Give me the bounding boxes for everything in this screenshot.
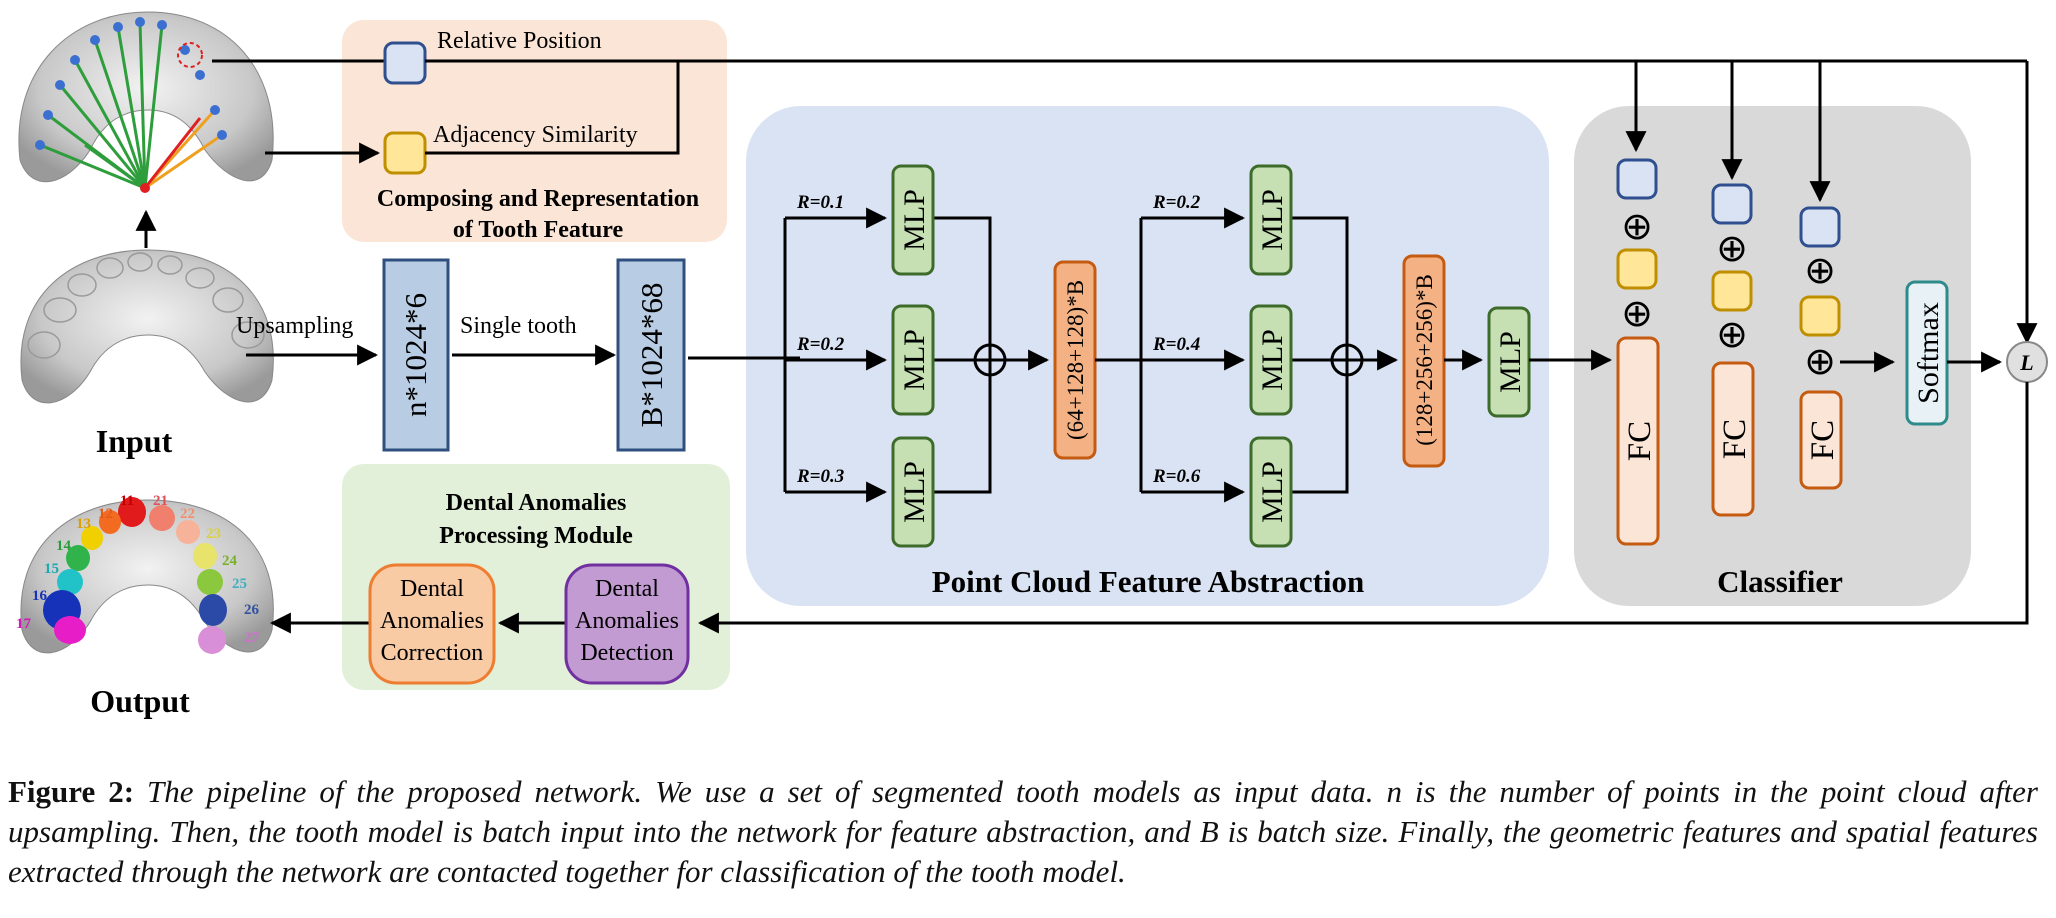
input-dental-scan-top-image [18,11,274,193]
loss-label: L [2019,350,2033,375]
relative-position-label: Relative Position [437,28,602,54]
anomaly-detection-box [564,563,690,685]
tooth-number-16: 16 [32,588,48,604]
tooth-number-27: 27 [244,630,260,646]
relative-position-node [383,41,427,85]
detection-line2: Anomalies [575,608,679,634]
upsampling-label: Upsampling [236,313,353,339]
mlp-box-final [1487,306,1531,418]
tooth-number-14: 14 [56,538,72,554]
anomaly-correction-box [368,563,496,685]
pipeline-diagram: 11 12 13 14 15 16 17 21 22 23 24 25 26 2… [16,11,2048,719]
mlp-label-1-1: MLP [898,189,931,251]
mlp-box-2-1 [1249,164,1293,276]
tooth-number-15: 15 [44,561,59,577]
classifier-position-node-3 [1799,206,1841,248]
detection-line1: Dental [595,576,659,602]
tooth-number-23: 23 [206,526,221,542]
fc-box-3 [1799,390,1843,490]
plus-symbol-1a: ⊕ [1621,204,1653,248]
plus-symbol-1b: ⊕ [1621,291,1653,335]
concat-feature-label-1: (64+128+128)*B [1063,280,1088,440]
caption-label: Figure 2: [8,774,135,809]
correction-line3: Correction [381,640,484,666]
plus-symbol-2a: ⊕ [1716,226,1748,270]
input-dental-scan-image [20,249,274,404]
n-tensor-label: n*1024*6 [398,293,433,417]
tooth-number-26: 26 [244,602,260,618]
mlp-label-final: MLP [1494,331,1527,393]
plus-symbol-3a: ⊕ [1804,248,1836,292]
tooth-number-25: 25 [232,576,247,592]
n-tensor-box [382,258,450,452]
point-cloud-panel-title: Point Cloud Feature Abstraction [932,564,1365,599]
plus-symbol-3b: ⊕ [1804,339,1836,383]
tooth-number-22: 22 [180,506,195,522]
radius-label-2-1: R=0.2 [1152,192,1201,213]
radius-label-1-3: R=0.3 [796,466,844,487]
b-tensor-box [616,258,686,452]
tooth-number-17: 17 [16,616,32,632]
mlp-box-1-1 [891,164,935,276]
classifier-panel [1574,106,1971,606]
fc-label-1: FC [1622,421,1658,461]
feature-panel-title-line1: Composing and Representation [377,186,699,212]
mlp-box-1-3 [891,436,935,548]
concat-feature-label-2: (128+256+256)*B [1412,274,1437,446]
feature-composition-panel [342,20,727,242]
classifier-similarity-node-1 [1616,248,1658,290]
mlp-label-2-3: MLP [1256,461,1289,523]
radius-label-2-3: R=0.6 [1152,466,1201,487]
classifier-position-node-1 [1616,158,1658,200]
output-label: Output [90,683,190,719]
radius-label-2-2: R=0.4 [1152,334,1200,355]
softmax-box [1905,280,1949,426]
tooth-number-24: 24 [222,553,238,569]
adjacency-similarity-node [383,131,427,175]
figure-caption: Figure 2: The pipeline of the proposed n… [8,772,2038,892]
fc-label-2: FC [1717,419,1753,459]
caption-text: The pipeline of the proposed network. We… [8,774,2038,889]
tooth-number-13: 13 [76,516,91,532]
fc-box-2 [1711,361,1755,517]
mlp-label-2-2: MLP [1256,329,1289,391]
classifier-similarity-node-2 [1711,270,1753,312]
mlp-box-1-2 [891,304,935,416]
correction-line1: Dental [400,576,464,602]
anomaly-panel-title-line2: Processing Module [439,523,633,549]
input-label: Input [96,423,173,459]
b-tensor-label: B*1024*68 [634,283,669,428]
correction-line2: Anomalies [380,608,484,634]
anomaly-panel-title-line1: Dental Anomalies [446,490,627,516]
tooth-number-12: 12 [98,506,113,522]
output-dental-scan-image [20,497,274,654]
radius-label-1-1: R=0.1 [796,192,844,213]
softmax-label: Softmax [1912,302,1945,404]
detection-line3: Detection [580,640,673,666]
tooth-number-11: 11 [120,493,134,509]
classifier-position-node-2 [1711,183,1753,225]
classifier-similarity-node-3 [1799,295,1841,337]
mlp-box-2-3 [1249,436,1293,548]
mlp-label-1-3: MLP [898,461,931,523]
plus-symbol-2b: ⊕ [1716,312,1748,356]
fc-label-3: FC [1805,420,1841,460]
classifier-panel-title: Classifier [1717,564,1843,599]
fc-box-1 [1616,336,1660,546]
adjacency-similarity-label: Adjacency Similarity [433,122,638,148]
feature-panel-title-line2: of Tooth Feature [453,217,624,243]
radius-label-1-2: R=0.2 [796,334,845,355]
mlp-label-2-1: MLP [1256,189,1289,251]
mlp-label-1-2: MLP [898,329,931,391]
tooth-number-21: 21 [153,493,168,509]
single-tooth-label: Single tooth [460,313,577,339]
mlp-box-2-2 [1249,304,1293,416]
